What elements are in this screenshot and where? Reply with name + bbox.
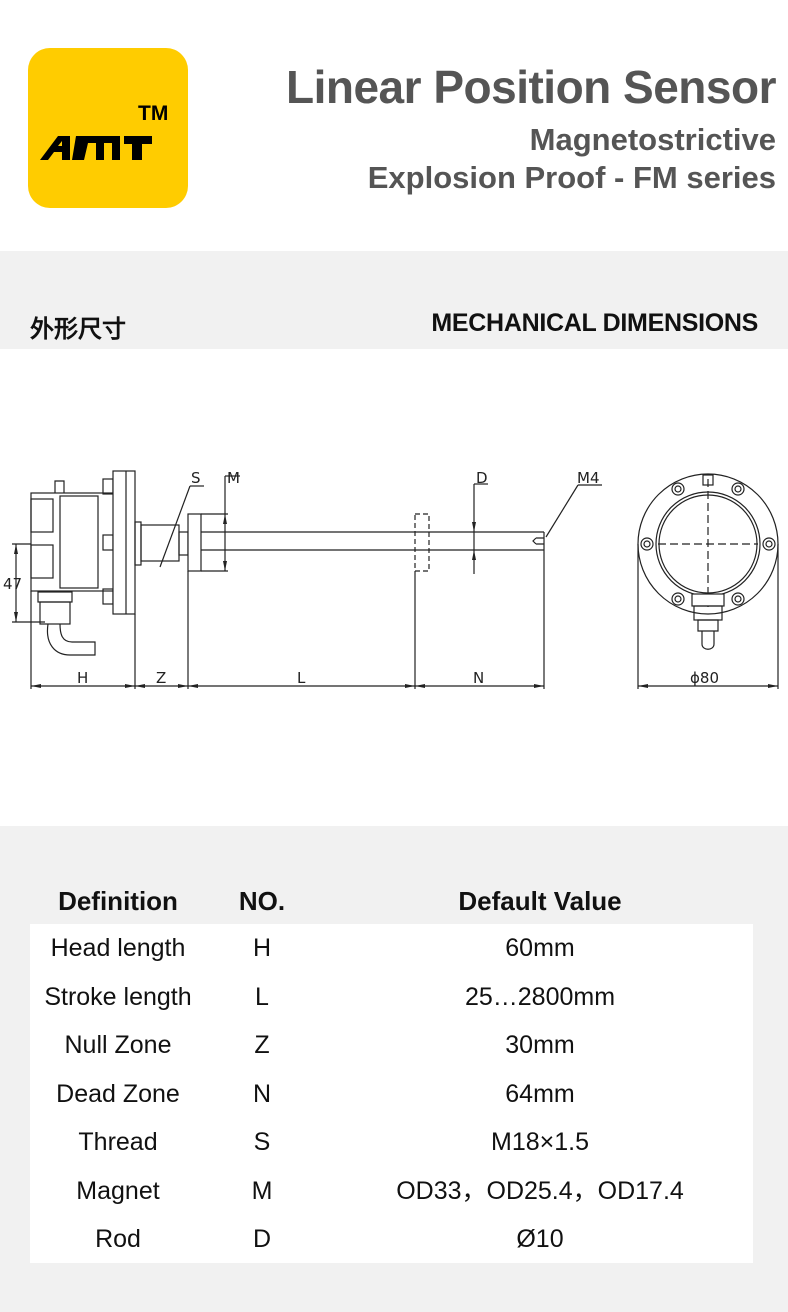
label-s: S — [191, 469, 201, 487]
cell-no: Z — [254, 1031, 270, 1059]
table-body: Head length H 60mm Stroke length L 25…28… — [30, 924, 753, 1263]
cell-no: H — [252, 934, 272, 962]
label-diameter-80: ϕ80 — [690, 669, 719, 687]
table-row: Stroke length L 25…2800mm — [30, 973, 753, 1022]
amt-logo: TM — [28, 48, 188, 208]
subtitle-series: Explosion Proof - FM series — [367, 160, 776, 195]
header-definition: Definition — [58, 886, 178, 916]
header-no: NO. — [238, 886, 286, 916]
subtitle-magnetostrictive: Magnetostrictive — [529, 122, 776, 157]
cell-definition: Rod — [95, 1225, 141, 1253]
dimension-drawing: S M D M4 47 H Z L N ϕ80 — [3, 469, 779, 689]
header-default-value: Default Value — [458, 886, 622, 916]
header: TM Linear Position Sensor Magnetostricti… — [0, 0, 788, 250]
cell-value: 64mm — [505, 1079, 575, 1108]
cell-value: 60mm — [505, 934, 575, 962]
cell-definition: Magnet — [76, 1176, 160, 1205]
table-row: Dead Zone N 64mm — [30, 1070, 753, 1119]
label-n: N — [473, 669, 484, 687]
cell-definition: Thread — [78, 1128, 158, 1156]
label-m4: M4 — [577, 469, 600, 487]
table-row: Head length H 60mm — [30, 924, 753, 973]
cell-value: 30mm — [505, 1031, 575, 1059]
cell-definition: Head length — [50, 934, 186, 962]
table-row: Null Zone Z 30mm — [30, 1021, 753, 1070]
section-title-cn: 外形尺寸 — [30, 315, 126, 343]
cell-definition: Dead Zone — [56, 1079, 180, 1108]
cell-value: OD33，OD25.4，OD17.4 — [396, 1176, 684, 1205]
section-title-en: MECHANICAL DIMENSIONS — [431, 309, 758, 337]
cell-definition: Null Zone — [64, 1031, 172, 1059]
label-z: Z — [156, 669, 166, 687]
cell-no: L — [255, 982, 269, 1011]
table-row: Rod D Ø10 — [30, 1215, 753, 1264]
table-row: Thread S M18×1.5 — [30, 1118, 753, 1167]
table-header: Definition NO. Default Value — [30, 878, 757, 924]
label-m: M — [227, 469, 240, 487]
cell-value: 25…2800mm — [464, 982, 616, 1011]
trademark-symbol: TM — [138, 102, 169, 125]
label-l: L — [297, 669, 306, 687]
cell-value: Ø10 — [516, 1225, 564, 1253]
label-d: D — [476, 469, 488, 487]
table-row: Magnet M OD33，OD25.4，OD17.4 — [30, 1167, 753, 1216]
page-title: Linear Position Sensor — [286, 61, 777, 113]
cell-no: S — [253, 1128, 271, 1156]
cell-no: D — [252, 1225, 272, 1253]
cell-value: M18×1.5 — [491, 1128, 589, 1156]
label-h: H — [77, 669, 88, 687]
mechanical-drawing: S M D M4 47 H Z L N ϕ80 — [0, 349, 788, 826]
dimensions-table: Definition NO. Default Value Head length… — [0, 826, 788, 1312]
section-header: 外形尺寸 MECHANICAL DIMENSIONS — [0, 251, 788, 349]
cell-definition: Stroke length — [44, 982, 192, 1011]
amt-logo-icon — [40, 136, 152, 160]
cell-no: N — [252, 1079, 272, 1108]
label-47: 47 — [3, 575, 22, 593]
cell-no: M — [251, 1176, 273, 1205]
